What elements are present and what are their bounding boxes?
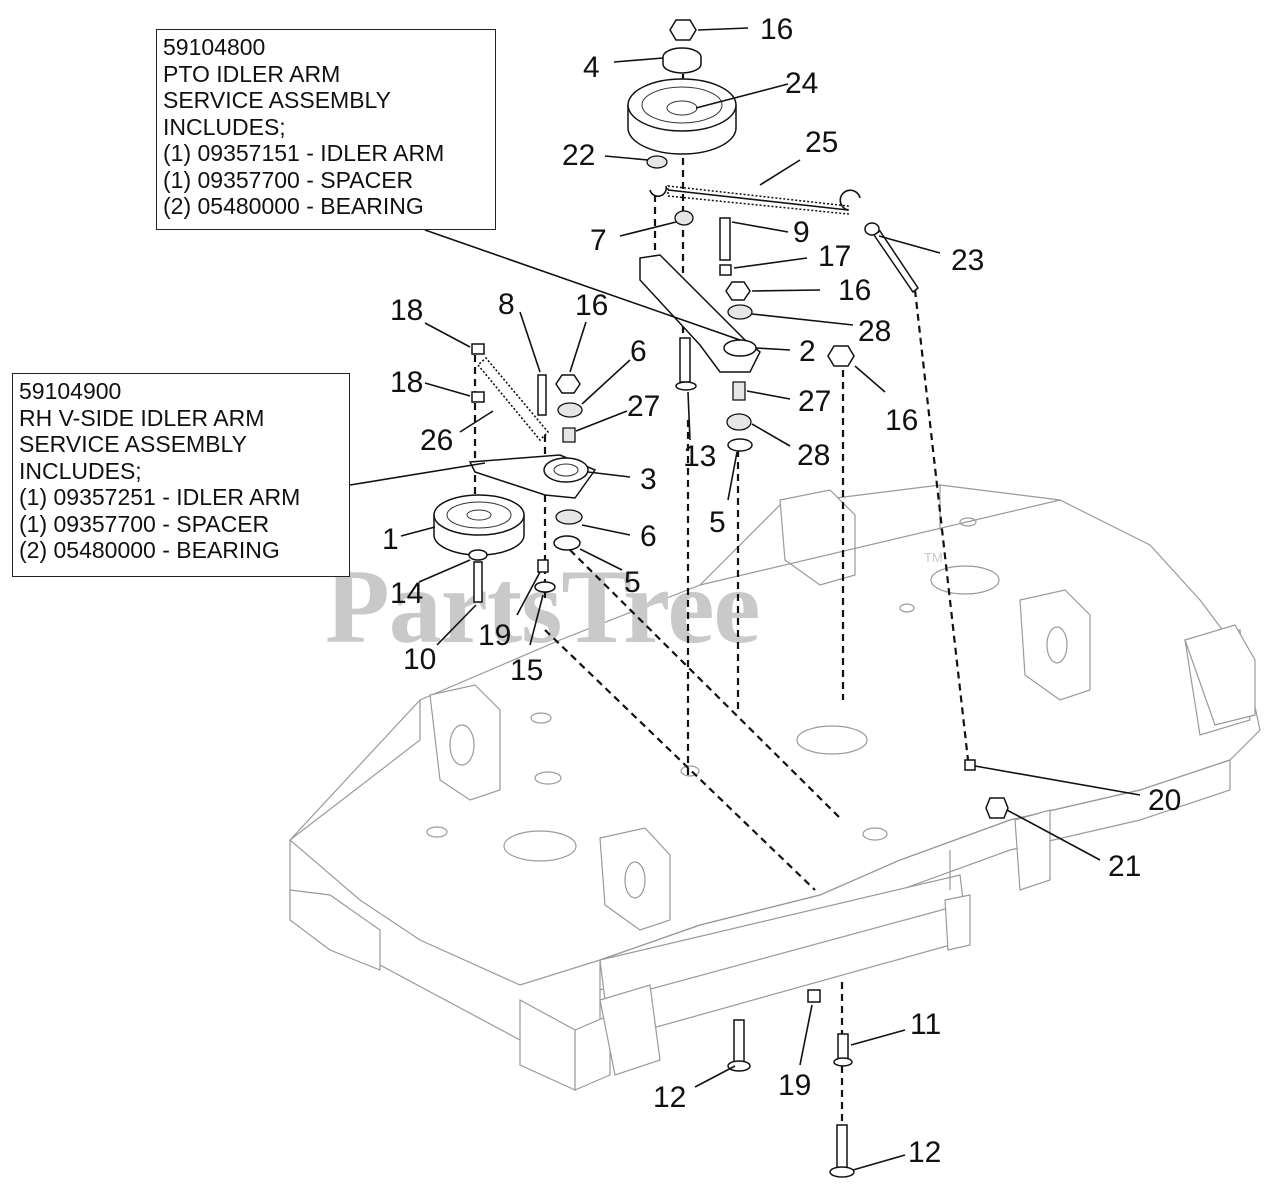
label-6: 6 (630, 335, 647, 368)
nut-17 (719, 264, 732, 276)
callout-part-number: 59104900 (19, 378, 122, 404)
watermark-tm: TM (924, 550, 943, 565)
label-4: 4 (583, 51, 600, 84)
bearing-6-lower (555, 509, 583, 525)
callout-title: SERVICE ASSEMBLY (19, 431, 247, 457)
nut-16-left (555, 374, 581, 394)
spacer-27-right (732, 381, 746, 401)
callout-item: (2) 05480000 - BEARING (19, 537, 280, 563)
label-24: 24 (785, 67, 818, 100)
label-27: 27 (627, 390, 660, 423)
label-12: 12 (653, 1081, 686, 1114)
bushing-22 (646, 155, 668, 169)
label-21: 21 (1108, 850, 1141, 883)
bolt-10 (473, 561, 483, 603)
label-28: 28 (858, 315, 891, 348)
nut-21 (985, 797, 1009, 819)
label-11: 11 (910, 1008, 941, 1041)
callout-title: INCLUDES; (19, 457, 142, 484)
label-15: 15 (510, 654, 543, 687)
spacer-7 (674, 210, 694, 226)
callout-title: INCLUDES; (163, 113, 286, 140)
callout-part-number: 59104800 (163, 34, 266, 60)
label-2: 2 (799, 335, 816, 368)
nut-16-mid (725, 281, 751, 301)
pto-idler-arm-callout: 59104800 PTO IDLER ARM SERVICE ASSEMBLY … (156, 29, 496, 230)
label-26: 26 (420, 424, 453, 457)
nut-16-top (669, 19, 697, 41)
callout-title: PTO IDLER ARM (163, 60, 341, 87)
parts (433, 19, 1009, 1178)
pulley-1 (433, 494, 525, 556)
spacer-27-left (562, 427, 576, 443)
label-19: 19 (778, 1069, 811, 1102)
label-16: 16 (760, 13, 793, 46)
reference-numbers: 16 4 24 22 25 7 9 23 17 16 28 2 16 18 8 … (382, 13, 1181, 1169)
label-1: 1 (382, 523, 399, 556)
nut-19-lower (807, 989, 821, 1003)
bearing-6-top (557, 402, 583, 418)
callout-title: RH V-SIDE IDLER ARM (19, 404, 265, 431)
label-16: 16 (575, 289, 608, 322)
label-16: 16 (885, 404, 918, 437)
bolt-8 (537, 374, 547, 416)
bearing-28-lower (726, 413, 752, 431)
label-25: 25 (805, 126, 838, 159)
callout-item: (1) 09357151 - IDLER ARM (163, 140, 445, 166)
label-5: 5 (624, 566, 641, 599)
rh-idler-arm (468, 454, 597, 499)
label-18: 18 (390, 294, 423, 327)
label-10: 10 (403, 643, 436, 676)
collar-2 (723, 339, 757, 357)
label-23: 23 (951, 244, 984, 277)
label-22: 22 (562, 139, 595, 172)
label-13: 13 (683, 440, 716, 473)
label-8: 8 (498, 288, 515, 321)
bolt-18-a (471, 343, 485, 355)
washer-5-right (727, 438, 753, 452)
hook-20 (964, 759, 976, 771)
bolt-12-b (836, 1124, 848, 1169)
label-16: 16 (838, 274, 871, 307)
stud-13 (679, 337, 691, 383)
label-3: 3 (640, 463, 657, 496)
label-20: 20 (1148, 784, 1181, 817)
label-6: 6 (640, 520, 657, 553)
rod-23 (864, 222, 920, 294)
label-18: 18 (390, 366, 423, 399)
callout-item: (1) 09357251 - IDLER ARM (19, 484, 301, 510)
pto-pulley-24 (627, 78, 737, 155)
callout-title: SERVICE ASSEMBLY (163, 87, 391, 113)
leader-lines (349, 27, 1141, 1171)
callout-item: (1) 09357700 - SPACER (163, 166, 414, 193)
label-14: 14 (390, 577, 423, 610)
label-9: 9 (793, 216, 810, 249)
bearing-28-top (727, 304, 753, 320)
bolt-11 (837, 1033, 849, 1061)
label-27: 27 (798, 385, 831, 418)
washer-15 (534, 581, 556, 593)
spring-26 (476, 356, 550, 442)
label-19: 19 (478, 619, 511, 652)
label-28: 28 (797, 439, 830, 472)
rh-idler-arm-callout: 59104900 RH V-SIDE IDLER ARM SERVICE ASS… (12, 373, 350, 577)
label-5: 5 (709, 506, 726, 539)
spring-25 (649, 185, 861, 215)
nut-16-right (827, 345, 855, 367)
callout-item: (2) 05480000 - BEARING (163, 193, 424, 219)
bolt-9 (719, 217, 731, 261)
callout-item: (1) 09357700 - SPACER (19, 510, 270, 537)
label-7: 7 (590, 224, 607, 257)
label-12: 12 (908, 1136, 941, 1169)
washer-14 (468, 549, 488, 561)
mower-deck (289, 484, 1261, 1091)
bolt-18-b (471, 391, 485, 403)
nut-19-top (537, 559, 549, 573)
bolt-12-a (733, 1019, 745, 1063)
label-17: 17 (818, 240, 851, 273)
washer-5-left (553, 535, 581, 551)
